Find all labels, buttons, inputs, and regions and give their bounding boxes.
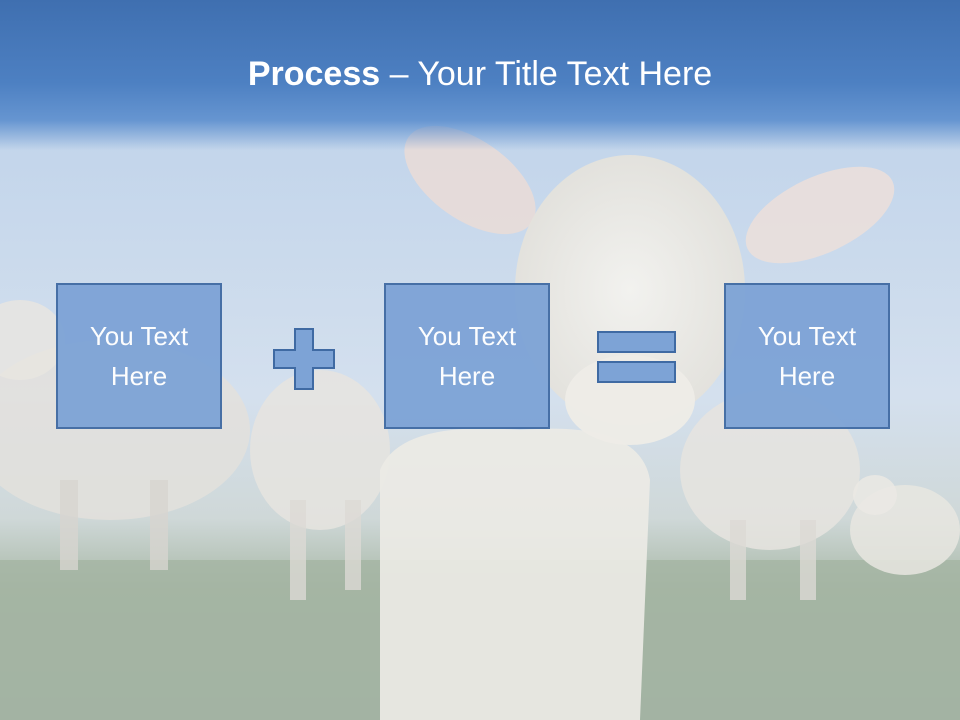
- plus-icon: [273, 328, 335, 390]
- title-bar: [0, 0, 960, 150]
- text-box-1[interactable]: You Text Here: [56, 283, 222, 429]
- title-bold-part: Process: [247, 55, 381, 93]
- text-box-2-label: You Text Here: [417, 321, 517, 391]
- title-rest-part: – Your Title Text Here: [380, 55, 713, 93]
- text-box-3-label: You Text Here: [757, 321, 857, 391]
- text-box-3[interactable]: You Text Here: [724, 283, 890, 429]
- equals-icon: [597, 331, 676, 383]
- text-box-1-label: You Text Here: [89, 321, 189, 391]
- slide-title: Process – Your Title Text Here: [0, 52, 960, 96]
- text-box-2[interactable]: You Text Here: [384, 283, 550, 429]
